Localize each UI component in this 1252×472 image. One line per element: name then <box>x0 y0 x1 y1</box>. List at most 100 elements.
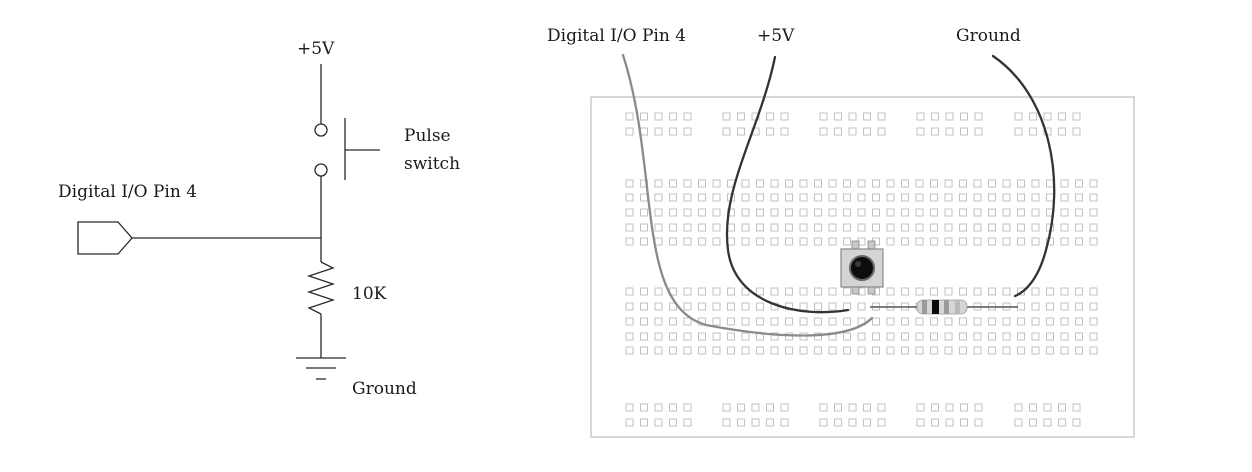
supply-label: +5V <box>297 39 335 59</box>
breadboard-hole <box>799 179 808 188</box>
breadboard-hole <box>1089 332 1098 341</box>
breadboard-hole <box>1075 287 1083 296</box>
breadboard-hole <box>625 127 634 136</box>
breadboard-hole <box>712 346 721 355</box>
breadboard-hole <box>1031 208 1040 217</box>
bb-ground-label: Ground <box>956 26 1021 46</box>
breadboard-hole <box>737 127 745 136</box>
breadboard-hole <box>1017 346 1025 355</box>
breadboard-hole <box>931 418 939 427</box>
breadboard-hole <box>1072 403 1081 412</box>
breadboard-hole <box>959 237 967 246</box>
breadboard-hole <box>930 223 938 232</box>
breadboard-hole <box>669 193 677 202</box>
breadboard-hole <box>828 346 837 355</box>
breadboard-hole <box>799 287 808 296</box>
breadboard: Digital I/O Pin 4 +5V Ground <box>547 26 1135 438</box>
breadboard-hole <box>1058 112 1066 121</box>
breadboard-hole <box>901 237 909 246</box>
breadboard-hole <box>1031 332 1040 341</box>
breadboard-hole <box>1014 418 1023 427</box>
breadboard-hole <box>1089 317 1098 326</box>
breadboard-hole <box>814 287 822 296</box>
breadboard-hole <box>916 112 925 121</box>
breadboard-hole <box>780 112 789 121</box>
breadboard-hole <box>712 302 721 311</box>
breadboard-hole <box>877 403 886 412</box>
resistor-component <box>870 299 1018 315</box>
breadboard-hole <box>915 346 924 355</box>
breadboard-hole <box>683 418 692 427</box>
breadboard-hole <box>1089 208 1098 217</box>
breadboard-hole <box>944 317 953 326</box>
breadboard-hole <box>863 418 871 427</box>
breadboard-hole <box>834 127 842 136</box>
breadboard-hole <box>973 346 982 355</box>
breadboard-hole <box>930 332 938 341</box>
breadboard-hole <box>712 237 721 246</box>
breadboard-hole <box>988 287 996 296</box>
breadboard-hole <box>1002 179 1011 188</box>
resistor-label: 10K <box>352 284 387 304</box>
breadboard-hole <box>1043 112 1052 121</box>
breadboard-hole <box>814 332 822 341</box>
breadboard-hole <box>988 346 996 355</box>
breadboard-hole <box>960 418 968 427</box>
power-wire <box>725 55 850 314</box>
breadboard-hole <box>669 418 677 427</box>
breadboard-hole <box>770 346 779 355</box>
breadboard-hole <box>654 127 663 136</box>
switch-terminal-top <box>314 123 328 137</box>
breadboard-hole <box>1002 208 1011 217</box>
breadboard-hole <box>1072 112 1081 121</box>
breadboard-hole <box>1075 346 1083 355</box>
breadboard-hole <box>683 302 692 311</box>
breadboard-hole <box>785 237 793 246</box>
breadboard-hole <box>625 302 634 311</box>
breadboard-hole <box>727 302 735 311</box>
breadboard-hole <box>814 346 822 355</box>
breadboard-hole <box>785 193 793 202</box>
breadboard-hole <box>1089 237 1098 246</box>
breadboard-hole <box>640 302 648 311</box>
breadboard-hole <box>654 317 663 326</box>
breadboard-outline <box>590 96 1135 438</box>
breadboard-hole <box>625 237 634 246</box>
breadboard-hole <box>669 346 677 355</box>
breadboard-hole <box>654 193 663 202</box>
breadboard-hole <box>1072 127 1081 136</box>
breadboard-hole <box>669 112 677 121</box>
breadboard-hole <box>625 193 634 202</box>
breadboard-hole <box>916 403 925 412</box>
breadboard-hole <box>722 127 731 136</box>
breadboard-hole <box>915 208 924 217</box>
breadboard-hole <box>727 332 735 341</box>
breadboard-hole <box>756 208 764 217</box>
breadboard-hole <box>669 208 677 217</box>
breadboard-hole <box>930 208 938 217</box>
breadboard-hole <box>1060 317 1069 326</box>
breadboard-hole <box>654 302 663 311</box>
breadboard-hole <box>712 287 721 296</box>
breadboard-hole <box>1002 317 1011 326</box>
breadboard-hole <box>669 127 677 136</box>
breadboard-hole <box>1060 332 1069 341</box>
breadboard-hole <box>1075 208 1083 217</box>
breadboard-hole <box>930 179 938 188</box>
breadboard-hole <box>960 403 968 412</box>
breadboard-hole <box>799 237 808 246</box>
breadboard-hole <box>1058 127 1066 136</box>
breadboard-hole <box>756 346 764 355</box>
breadboard-hole <box>901 179 909 188</box>
breadboard-holes <box>625 112 1098 427</box>
breadboard-hole <box>625 317 634 326</box>
breadboard-hole <box>959 179 967 188</box>
breadboard-hole <box>1075 332 1083 341</box>
breadboard-hole <box>857 332 866 341</box>
breadboard-hole <box>973 332 982 341</box>
breadboard-hole <box>727 346 735 355</box>
breadboard-hole <box>959 317 967 326</box>
breadboard-hole <box>625 418 634 427</box>
breadboard-hole <box>640 237 648 246</box>
breadboard-hole <box>640 418 648 427</box>
